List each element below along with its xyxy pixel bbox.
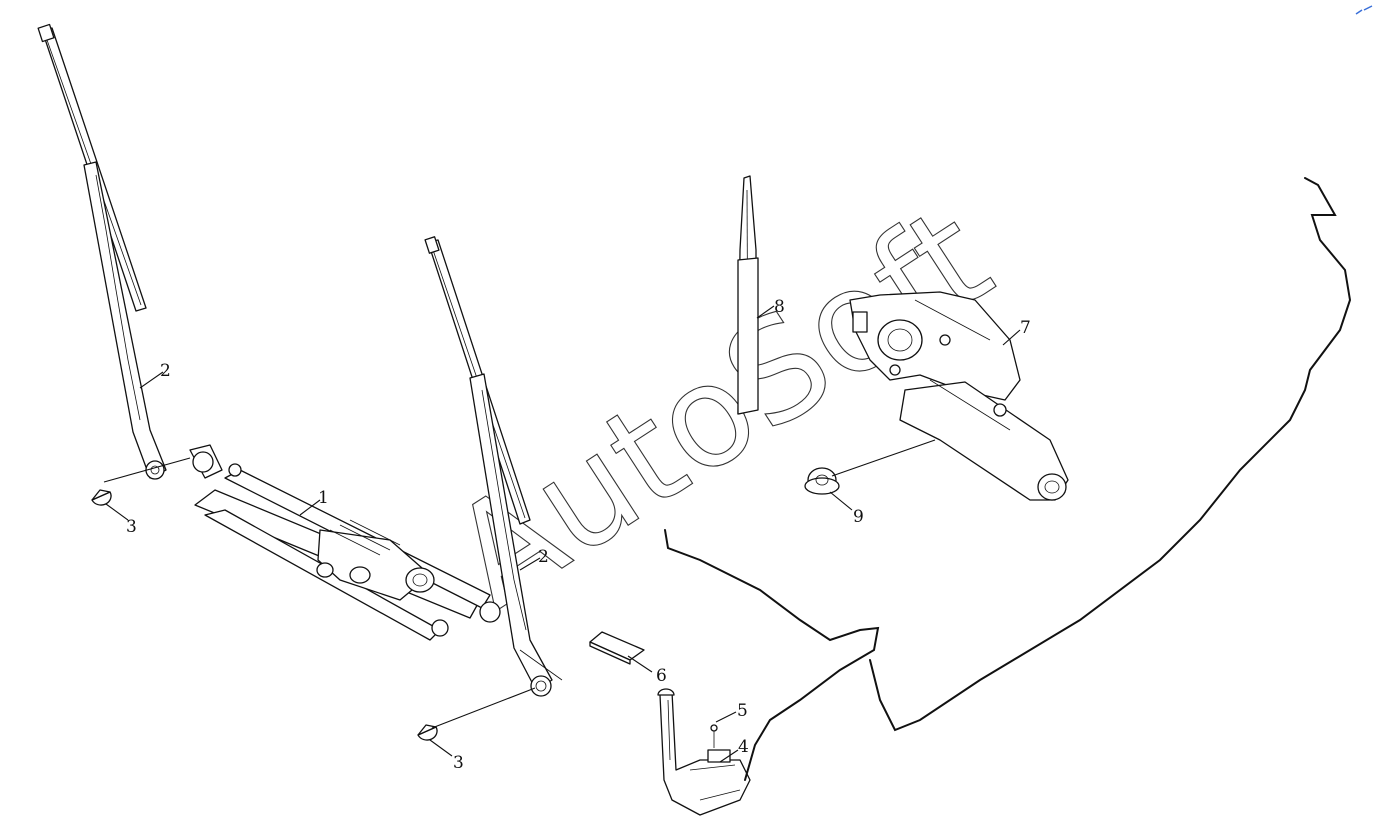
- cap-left[interactable]: [91, 489, 112, 506]
- screw[interactable]: [710, 724, 718, 748]
- grommet[interactable]: [804, 467, 840, 495]
- rear-wiper-motor[interactable]: [849, 291, 1069, 501]
- callout-5: 5: [737, 701, 748, 721]
- callout-2-right: 2: [538, 547, 549, 567]
- callout-3-right: 3: [453, 753, 464, 773]
- callout-1: 1: [318, 488, 329, 508]
- callout-6: 6: [656, 666, 667, 686]
- wiper-linkage-assembly[interactable]: [189, 444, 501, 641]
- rear-wiper-blade[interactable]: [737, 175, 759, 415]
- pad[interactable]: [589, 631, 645, 665]
- callout-4: 4: [738, 737, 749, 757]
- corner-mark: [1355, 5, 1373, 15]
- right-wiper-arm[interactable]: [469, 373, 563, 697]
- leader-lines: [103, 305, 1021, 763]
- callout-3-left: 3: [126, 517, 137, 537]
- cap-right[interactable]: [417, 724, 438, 741]
- callout-9: 9: [853, 507, 864, 527]
- callout-labels: 1 2 2 3 3 4 5 6 7 8 9: [126, 297, 1031, 773]
- callout-2-left: 2: [160, 361, 171, 381]
- washer-hose: [664, 177, 1352, 781]
- left-wiper-arm[interactable]: [83, 161, 167, 480]
- callout-8: 8: [774, 297, 785, 317]
- callout-7: 7: [1020, 318, 1031, 338]
